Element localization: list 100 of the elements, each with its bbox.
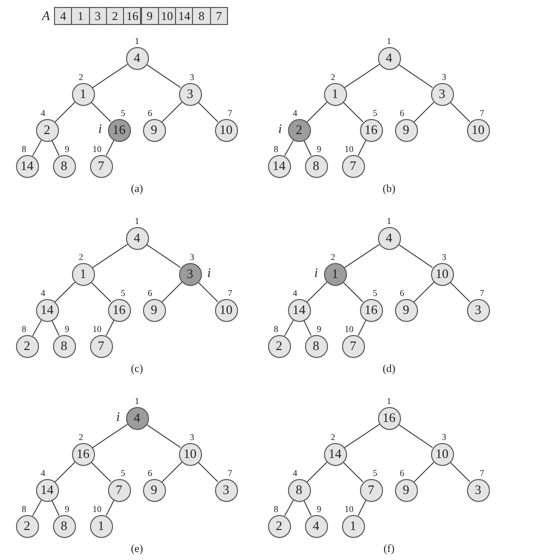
array-cell: 4: [54, 7, 72, 25]
heap-node: 8: [288, 478, 310, 502]
node-index: 9: [316, 144, 322, 154]
array-cell: 3: [88, 7, 107, 25]
heap-node: 3: [466, 478, 490, 502]
node-index: 6: [400, 288, 404, 298]
node-index: 4: [40, 108, 46, 118]
node-index: 3: [442, 432, 446, 442]
tree-edge: [92, 424, 128, 448]
panel-caption: (a): [130, 183, 144, 195]
array-cell: 1: [71, 7, 90, 25]
heap-node: 4: [304, 514, 328, 538]
node-index: 7: [228, 468, 232, 478]
node-index: 5: [372, 468, 378, 478]
heap-node: 10: [178, 442, 202, 466]
node-index: 5: [372, 108, 378, 118]
heap-node: 3: [178, 262, 202, 286]
node-index: 5: [372, 288, 378, 298]
tree-edge: [414, 462, 434, 482]
node-index: 10: [344, 324, 354, 334]
heap-node: 9: [394, 298, 418, 322]
node-index: 7: [228, 108, 232, 118]
panel-caption: (c): [130, 363, 144, 375]
tree-edge: [284, 140, 294, 156]
node-index: 9: [316, 504, 322, 514]
heap-node: 10: [214, 298, 238, 322]
array-cell: 8: [192, 7, 211, 25]
heap-node: 4: [126, 406, 148, 430]
node-index: 8: [22, 324, 26, 334]
tree-edge: [284, 320, 294, 336]
heap-node: 8: [52, 154, 76, 178]
tree-edge: [303, 140, 312, 156]
heap-node: 2: [16, 334, 38, 358]
tree-edge: [51, 500, 60, 516]
tree-edge: [358, 140, 366, 156]
node-index: 5: [120, 468, 126, 478]
heap-node: 14: [36, 478, 58, 502]
node-index: 8: [274, 324, 278, 334]
tree-edge: [92, 64, 128, 88]
pointer-label: i: [314, 265, 318, 281]
tree-edge: [306, 462, 328, 482]
heap-node: 8: [304, 334, 328, 358]
tree-edge: [51, 140, 60, 156]
tree-edge: [450, 282, 470, 302]
tree-edge: [198, 282, 218, 302]
node-index: 1: [134, 36, 140, 46]
node-index: 2: [78, 432, 84, 442]
heap-node: 14: [36, 298, 58, 322]
tree-edge: [198, 102, 218, 122]
tree-edge: [344, 244, 380, 268]
tree-edge: [54, 282, 76, 302]
pointer-label: i: [278, 121, 282, 137]
heap-node: 2: [268, 334, 290, 358]
heap-node: 1: [72, 82, 94, 106]
heap-node: 3: [178, 82, 202, 106]
heap-node: 16: [360, 118, 382, 142]
heap-node: 7: [360, 478, 382, 502]
tree-edge: [303, 500, 312, 516]
node-index: 7: [228, 288, 232, 298]
heap-node: 3: [430, 82, 454, 106]
heap-node: 16: [108, 118, 130, 142]
node-index: 1: [386, 36, 392, 46]
node-index: 2: [78, 252, 84, 262]
node-index: 6: [400, 468, 404, 478]
tree-edge: [106, 320, 114, 336]
tree-edge: [146, 244, 181, 268]
tree-edge: [344, 424, 380, 448]
node-index: 9: [64, 504, 70, 514]
tree-edge: [51, 320, 60, 336]
heap-node: 1: [324, 262, 346, 286]
heap-node: 8: [52, 514, 76, 538]
node-index: 10: [92, 504, 102, 514]
tree-edge: [450, 102, 470, 122]
node-index: 6: [148, 288, 152, 298]
tree-edge: [106, 500, 114, 516]
pointer-label: i: [98, 121, 102, 137]
tree-edge: [32, 320, 42, 336]
node-index: 9: [316, 324, 322, 334]
node-index: 10: [92, 324, 102, 334]
node-index: 8: [274, 144, 278, 154]
node-index: 4: [292, 468, 298, 478]
tree-edge: [198, 462, 218, 482]
heap-node: 3: [214, 478, 238, 502]
node-index: 3: [190, 72, 194, 82]
heap-node: 16: [360, 298, 382, 322]
node-index: 2: [330, 432, 336, 442]
heap-node: 4: [126, 226, 148, 250]
node-index: 4: [40, 468, 46, 478]
heap-node: 7: [90, 334, 112, 358]
heap-node: 10: [430, 262, 454, 286]
array-cell: 7: [210, 7, 228, 25]
tree-edge: [398, 424, 433, 448]
node-index: 3: [442, 252, 446, 262]
node-index: 8: [22, 504, 26, 514]
heap-node: 8: [304, 154, 328, 178]
node-index: 5: [120, 108, 126, 118]
node-index: 7: [480, 108, 484, 118]
tree-edge: [32, 140, 42, 156]
heap-node: 1: [72, 262, 94, 286]
heap-node: 7: [342, 334, 364, 358]
